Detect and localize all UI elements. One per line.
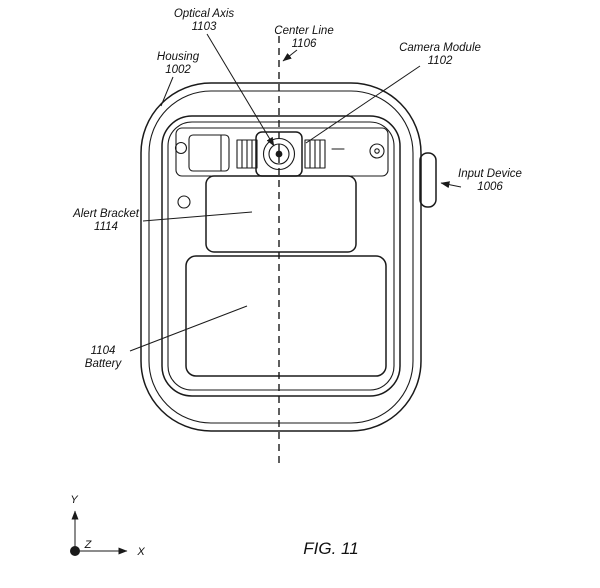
cavity-outer-outline bbox=[161, 115, 401, 397]
z-axis-label: Z bbox=[84, 539, 93, 551]
label-housing-name: Housing bbox=[157, 51, 200, 63]
left-bracket-hatch bbox=[236, 139, 258, 169]
label-alert-bracket-name: Alert Bracket bbox=[72, 208, 140, 220]
leader-center-line bbox=[282, 49, 298, 62]
housing-drawing bbox=[140, 82, 422, 432]
label-input-device-number: 1006 bbox=[477, 181, 503, 193]
label-alert-bracket-number: 1114 bbox=[94, 221, 118, 233]
label-camera-module-name: Camera Module bbox=[399, 42, 481, 54]
leader-lines bbox=[129, 33, 462, 352]
screw-mid-left bbox=[177, 195, 191, 209]
input-device-drawing bbox=[419, 152, 437, 208]
figure-caption: FIG. 11 bbox=[303, 539, 358, 558]
label-optical-axis-name: Optical Axis bbox=[174, 8, 235, 20]
label-center-line-name: Center Line bbox=[274, 25, 333, 37]
label-camera-module-number: 1102 bbox=[428, 55, 453, 67]
leader-input-device bbox=[440, 181, 462, 189]
housing-outer-outline bbox=[140, 82, 422, 432]
label-input-device-name: Input Device bbox=[458, 168, 522, 180]
leader-housing bbox=[160, 76, 174, 107]
leader-camera-module bbox=[305, 65, 421, 144]
label-optical-axis-number: 1103 bbox=[192, 21, 217, 33]
left-component-outline bbox=[188, 134, 230, 172]
label-battery-number: 1104 bbox=[91, 345, 116, 357]
label-battery-name: Battery bbox=[85, 358, 123, 370]
battery-drawing bbox=[185, 255, 387, 377]
cavity-inner-outline bbox=[167, 121, 395, 391]
x-axis-label: X bbox=[136, 546, 145, 558]
z-axis-origin-dot bbox=[70, 546, 80, 556]
axis-indicator: Y X Z bbox=[70, 494, 145, 558]
leader-optical-axis bbox=[206, 33, 275, 147]
alert-bracket-drawing bbox=[205, 175, 357, 253]
reference-labels: Optical Axis 1103 Center Line 1106 Camer… bbox=[72, 8, 522, 370]
label-center-line-number: 1106 bbox=[292, 38, 317, 50]
camera-assembly-drawing bbox=[174, 127, 389, 209]
housing-inner-outline bbox=[148, 90, 414, 424]
screw-top-right bbox=[369, 143, 385, 159]
label-housing-number: 1002 bbox=[165, 64, 191, 76]
leader-alert-bracket bbox=[142, 211, 253, 222]
leader-battery bbox=[129, 305, 248, 352]
y-axis-label: Y bbox=[70, 494, 78, 506]
screw-top-right-center bbox=[374, 148, 380, 154]
screw-top-left bbox=[174, 141, 188, 155]
right-bracket-hatch bbox=[304, 139, 326, 169]
optical-axis-point bbox=[275, 150, 283, 158]
